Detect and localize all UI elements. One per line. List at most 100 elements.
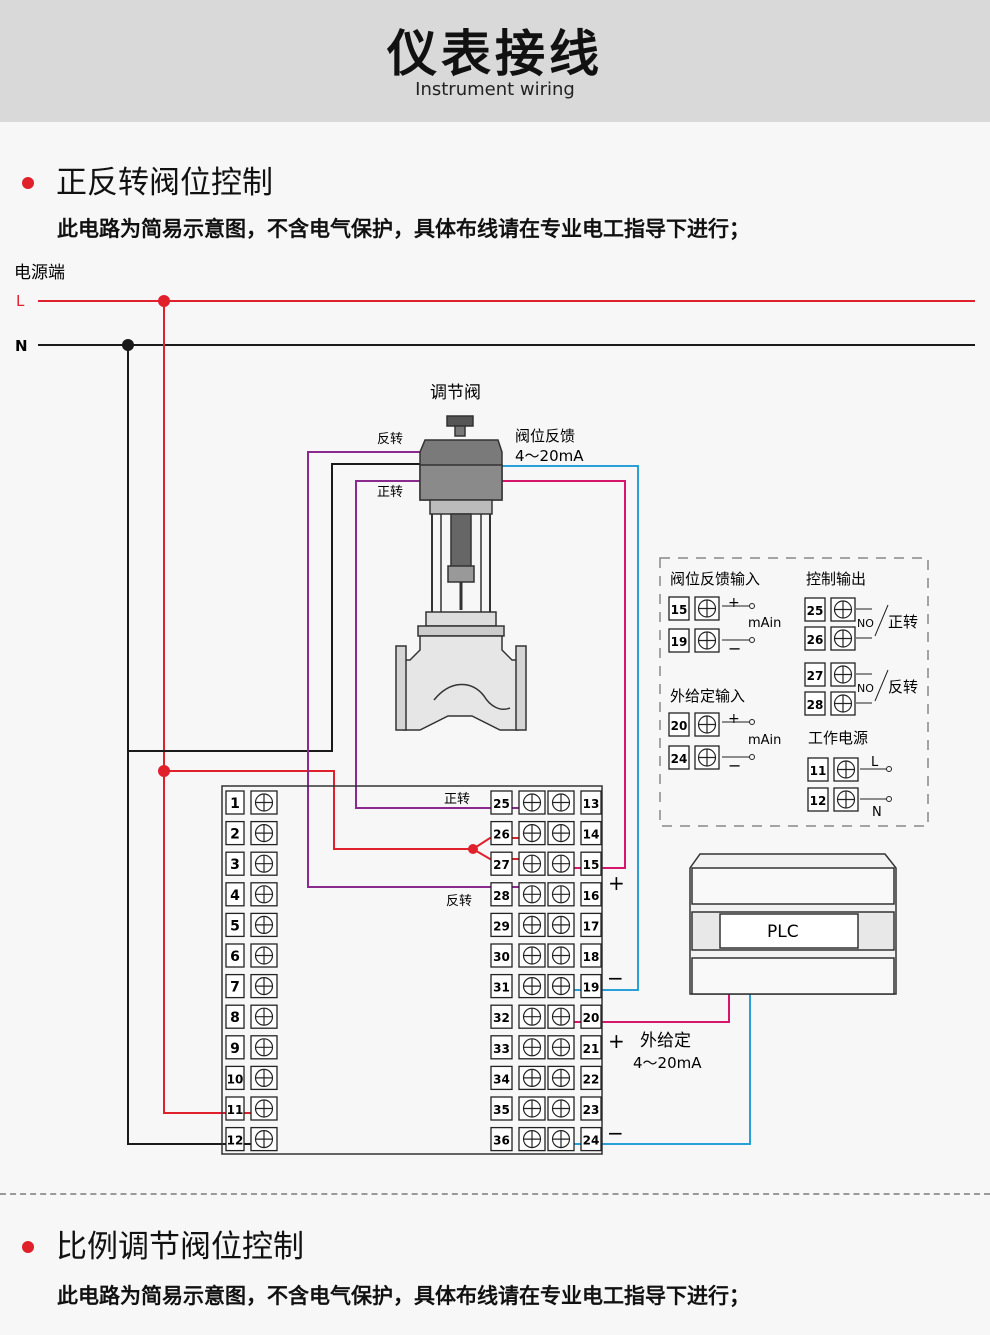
ext-range-label: 4～20mA bbox=[633, 1054, 702, 1072]
terminal-number-box bbox=[580, 790, 602, 815]
terminal-number: 12 bbox=[810, 794, 827, 808]
terminal-number-box bbox=[490, 1035, 513, 1060]
terminal-number-box bbox=[490, 790, 513, 815]
terminal-number: 32 bbox=[493, 1011, 510, 1025]
line-n-label: N bbox=[15, 337, 28, 355]
legend-text: + bbox=[728, 595, 740, 611]
legend-text: + bbox=[728, 711, 740, 727]
terminal-number-box bbox=[490, 973, 513, 999]
terminal-number-box bbox=[490, 1004, 513, 1029]
section-title-forward-reverse: 正反转阀位控制 bbox=[22, 165, 273, 201]
terminal-number-box bbox=[225, 851, 245, 876]
legend-work-power: 工作电源 bbox=[808, 729, 868, 747]
terminal-number: 19 bbox=[583, 981, 600, 995]
section-divider bbox=[0, 1193, 990, 1195]
terminal-number-box bbox=[580, 1096, 602, 1121]
terminal-number-box bbox=[580, 973, 602, 999]
terminal-number: 20 bbox=[671, 719, 688, 733]
line-l-label: L bbox=[16, 292, 25, 310]
legend-control-output: 控制输出 bbox=[806, 570, 866, 588]
terminal-number: 19 bbox=[671, 635, 688, 649]
terminal-number: 21 bbox=[583, 1042, 600, 1056]
legend-text: NO bbox=[857, 617, 874, 630]
terminal-number: 6 bbox=[230, 949, 240, 965]
terminal-number: 16 bbox=[583, 889, 600, 903]
terminal-number: 5 bbox=[230, 918, 240, 934]
terminal-number: 15 bbox=[671, 603, 688, 617]
wire-plc-minus bbox=[568, 983, 751, 1145]
terminal-15-plus: + bbox=[608, 871, 625, 895]
terminal-number-box bbox=[804, 691, 826, 716]
section-title-proportional: 比例调节阀位控制 bbox=[22, 1229, 304, 1265]
legend-text: − bbox=[728, 639, 741, 658]
terminal-number: 1 bbox=[230, 796, 240, 812]
valve-feedback-label: 阀位反馈 bbox=[515, 427, 575, 445]
legend-text: NO bbox=[857, 682, 874, 695]
valve-title: 调节阀 bbox=[430, 383, 481, 403]
section-note: 此电路为简易示意图，不含电气保护，具体布线请在专业电工指导下进行； bbox=[57, 217, 750, 241]
terminal-number-box bbox=[490, 851, 513, 876]
ext-setpoint-label: 外给定 bbox=[640, 1031, 691, 1051]
page-subtitle: Instrument wiring bbox=[415, 79, 575, 100]
terminal-number-box bbox=[225, 1065, 245, 1091]
terminal-number: 3 bbox=[230, 857, 240, 873]
terminal-number-box bbox=[225, 943, 245, 968]
terminal-number-box bbox=[225, 790, 245, 815]
terminal-forward-label: 正转 bbox=[444, 792, 470, 807]
terminal-number-box bbox=[807, 757, 829, 782]
terminal-number-box bbox=[490, 1096, 513, 1121]
valve-forward-label: 正转 bbox=[377, 485, 403, 500]
terminal-number-box bbox=[804, 626, 826, 651]
control-valve-icon bbox=[395, 415, 527, 731]
terminal-number: 18 bbox=[583, 950, 600, 964]
terminal-number-box bbox=[225, 912, 245, 938]
terminal-number: 14 bbox=[583, 828, 600, 842]
legend-text: − bbox=[728, 756, 741, 775]
terminal-number: 8 bbox=[230, 1010, 240, 1026]
page-title: 仪表接线 bbox=[387, 25, 603, 83]
valve-feedback-range: 4～20mA bbox=[515, 447, 584, 465]
valve-reverse-label: 反转 bbox=[377, 432, 403, 447]
section-note-2: 此电路为简易示意图，不含电气保护，具体布线请在专业电工指导下进行； bbox=[57, 1284, 750, 1308]
terminal-number-box bbox=[225, 882, 245, 907]
terminal-number: 7 bbox=[230, 980, 240, 996]
terminal-number: 31 bbox=[493, 981, 510, 995]
terminal-number: 29 bbox=[493, 919, 510, 933]
terminal-number: 25 bbox=[807, 604, 824, 618]
wire-n-to-12 bbox=[127, 345, 252, 1145]
legend-text: mAin bbox=[748, 733, 781, 748]
legend-text: mAin bbox=[748, 616, 781, 631]
terminal-number-box bbox=[225, 973, 245, 999]
legend-feedback-input: 阀位反馈输入 bbox=[670, 570, 760, 588]
terminal-number-box bbox=[490, 1126, 513, 1152]
page-header: 仪表接线 Instrument wiring bbox=[0, 0, 990, 122]
terminal-number-box bbox=[580, 1126, 602, 1152]
terminal-number-box bbox=[807, 787, 829, 812]
terminal-number: 35 bbox=[493, 1103, 510, 1117]
terminal-number-box bbox=[490, 943, 513, 968]
terminal-number: 11 bbox=[227, 1103, 244, 1117]
terminal-number: 24 bbox=[583, 1134, 600, 1148]
terminal-number-box bbox=[225, 1035, 245, 1060]
legend-box bbox=[659, 557, 929, 827]
terminal-number: 9 bbox=[230, 1041, 240, 1057]
terminal-number: 11 bbox=[810, 764, 827, 778]
terminal-number-box bbox=[580, 943, 602, 968]
terminal-number: 33 bbox=[493, 1042, 510, 1056]
terminal-number: 2 bbox=[230, 827, 240, 843]
terminal-24-minus: − bbox=[607, 1121, 624, 1145]
terminal-number-box bbox=[225, 1126, 245, 1152]
legend-text: 正转 bbox=[888, 613, 918, 631]
terminal-number-box bbox=[580, 1065, 602, 1091]
wire-n-to-valve bbox=[128, 463, 425, 752]
terminal-number-box bbox=[580, 912, 602, 938]
terminal-number-box bbox=[490, 820, 513, 846]
wire-reverse bbox=[307, 451, 522, 888]
terminal-number: 15 bbox=[583, 858, 600, 872]
terminal-number-box bbox=[668, 628, 690, 653]
terminal-number-box bbox=[490, 1065, 513, 1091]
terminal-number: 30 bbox=[493, 950, 510, 964]
terminal-reverse-label: 反转 bbox=[446, 894, 472, 909]
terminal-number-box bbox=[804, 597, 826, 622]
